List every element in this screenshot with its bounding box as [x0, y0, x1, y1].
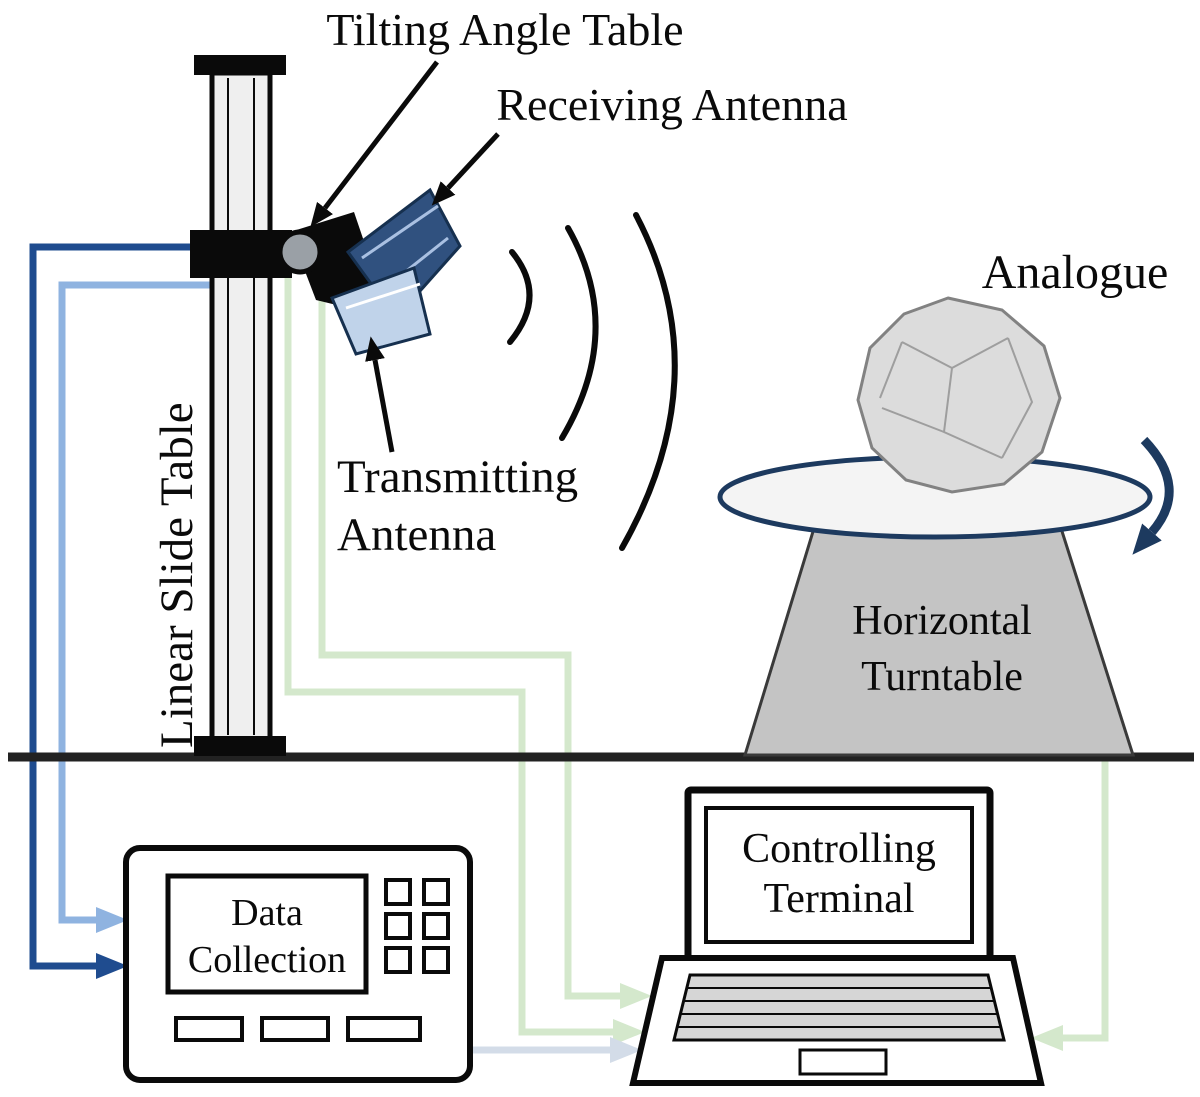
tilting-angle-table-pointer-arrow	[310, 60, 439, 228]
device-slot-button	[346, 1016, 422, 1042]
tilt-pivot	[277, 229, 323, 275]
device-slot-button	[260, 1016, 330, 1042]
transmitting-antenna-pointer-arrow	[365, 336, 395, 453]
antenna-assembly	[190, 187, 462, 356]
device-slot-button	[174, 1016, 244, 1042]
laptop-trackpad	[798, 1048, 888, 1076]
transmitting-horn-facet	[345, 282, 421, 310]
receiving-antenna-pointer-arrow	[431, 132, 500, 206]
laptop-keyboard-rows	[677, 987, 1001, 1028]
receiving-antenna-label: Receiving Antenna	[496, 79, 847, 130]
column-top-cap	[194, 55, 286, 75]
antenna-to-terminal-line	[318, 295, 652, 1009]
column-bottom-cap	[194, 736, 286, 756]
slide-table-to-data-collection-line	[58, 281, 250, 933]
device-key	[422, 912, 450, 940]
turntable-to-terminal-line	[1031, 753, 1109, 1051]
laptop-screen-inner	[704, 806, 974, 944]
tilting-angle-table-label: Tilting Angle Table	[326, 4, 683, 55]
transmitting-antenna-label-line1: Transmitting	[337, 451, 578, 503]
device-key	[384, 946, 412, 974]
connection-lines	[29, 243, 1109, 1063]
column-body	[209, 70, 273, 743]
controlling-terminal-label-line1: Controlling	[742, 826, 936, 872]
horizontal-turntable-label-line1: Horizontal	[852, 598, 1032, 644]
radio-wave-arcs-icon	[507, 212, 678, 551]
wave-arc-large	[619, 212, 678, 551]
device-key	[384, 912, 412, 940]
mount-to-terminal-line	[284, 268, 645, 1045]
tilt-table-to-data-collection-line	[29, 243, 250, 979]
rock-facet-lines	[879, 337, 1034, 459]
data-collection-device: Data Collection	[123, 845, 473, 1083]
analogue-label: Analogue	[982, 246, 1169, 299]
data-collection-label-line1: Data	[231, 892, 303, 934]
linear-slide-table-label: Linear Slide Table	[151, 402, 203, 748]
diagram-labels: Tilting Angle Table Receiving Antenna Tr…	[151, 4, 1168, 748]
device-screen	[165, 873, 369, 995]
transmitting-antenna-label-line2: Antenna	[337, 509, 496, 561]
wave-arc-medium	[559, 225, 599, 441]
laptop-keyboard	[672, 973, 1006, 1042]
horizontal-turntable-label-line2: Turntable	[861, 654, 1023, 700]
analogue-rock	[856, 296, 1062, 494]
wave-arc-small	[507, 249, 533, 345]
controlling-terminal-label-line2: Terminal	[764, 876, 915, 922]
rotation-arrow-icon	[1132, 436, 1174, 555]
controlling-terminal-laptop: Controlling Terminal	[629, 786, 1045, 1086]
tilting-angle-table-clamp	[190, 230, 292, 278]
horizontal-turntable: Horizontal Turntable	[717, 436, 1174, 757]
device-key	[422, 946, 450, 974]
device-key	[384, 878, 412, 906]
device-key	[422, 878, 450, 906]
data-collection-label-line2: Collection	[188, 939, 346, 981]
linear-slide-table	[194, 55, 286, 756]
